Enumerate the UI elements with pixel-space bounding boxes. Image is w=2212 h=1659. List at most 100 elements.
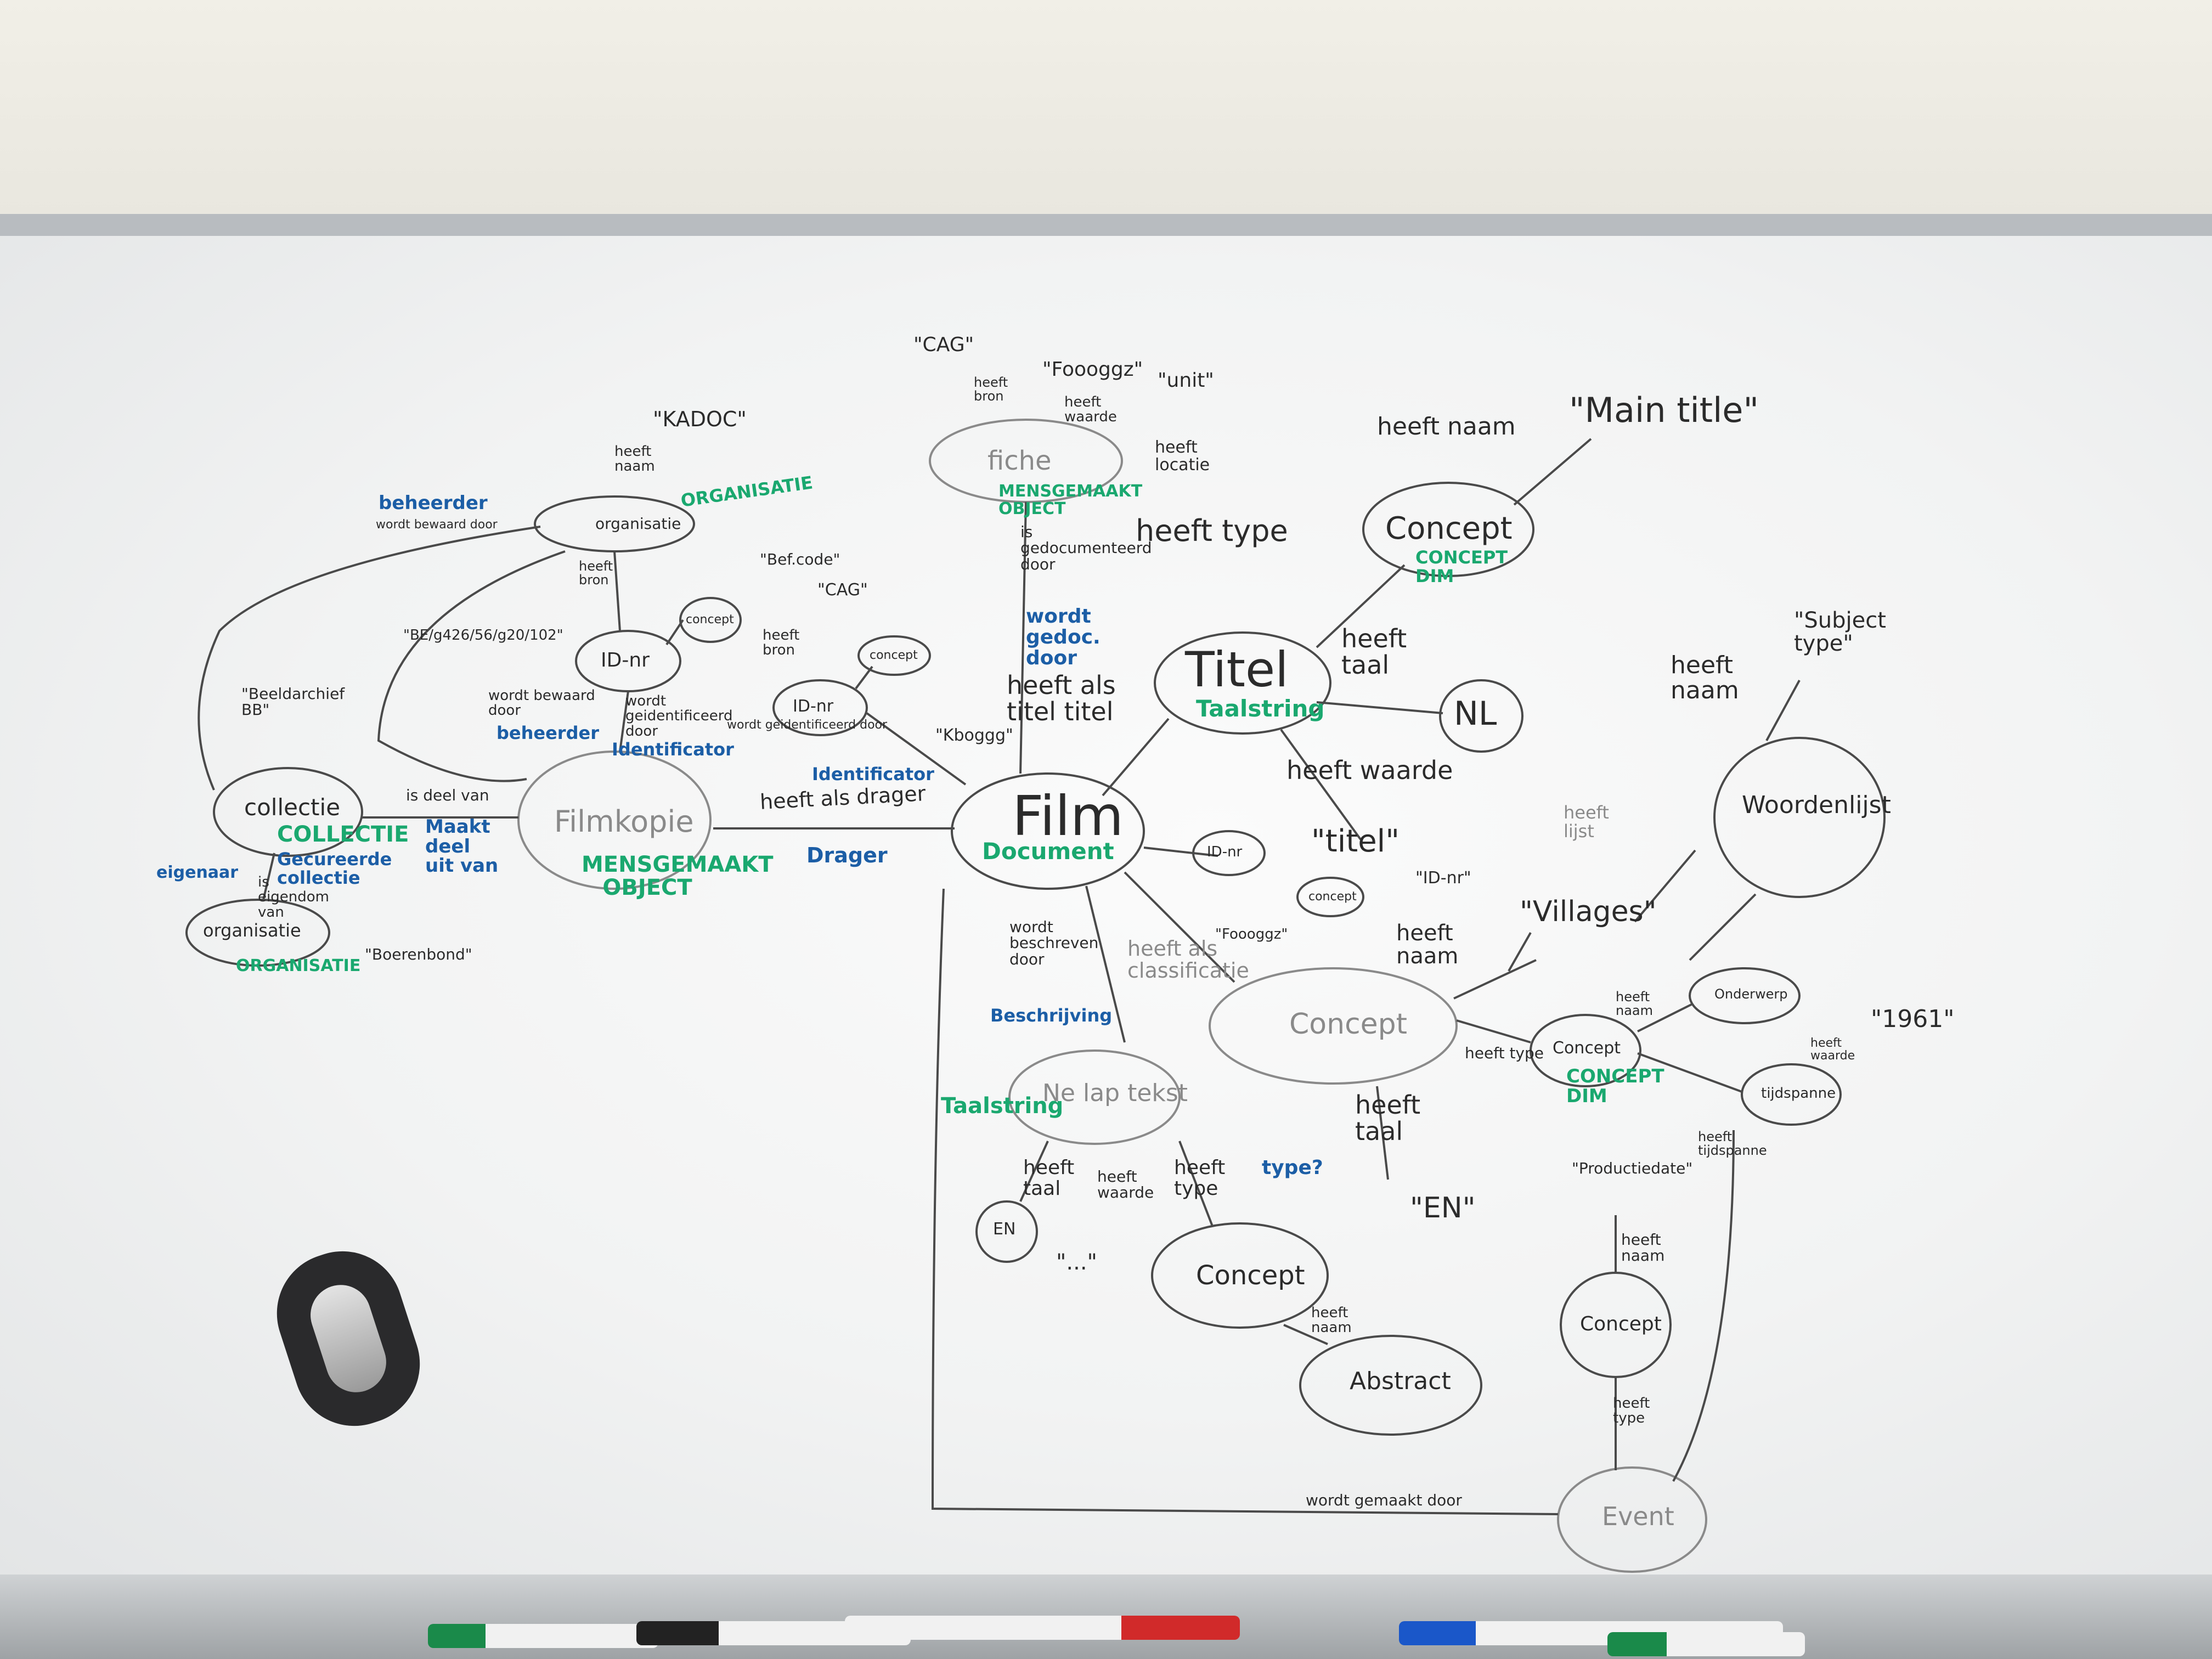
edge-heeft-naam-3: heeft naam	[1396, 921, 1459, 969]
edge-heeft-als-titel: heeft als titel titel	[1007, 670, 1116, 727]
node-concept-tiny-left	[679, 597, 742, 643]
edge-heeft-naam-2: heeft naam	[1671, 651, 1739, 705]
edge-heeft-naam-4: heeft naam	[1311, 1305, 1352, 1336]
concept-lower-label: Concept	[1196, 1260, 1305, 1291]
green-marker	[428, 1624, 658, 1648]
edge-is-gedocumenteerd-door: is gedocumenteerd door	[1020, 523, 1152, 573]
value-cag-mid: "CAG"	[817, 580, 868, 600]
edge-heeft-bron-2: heeft bron	[579, 558, 613, 588]
node-woordenlijst	[1713, 737, 1886, 898]
edge-eigenaar: eigenaar	[156, 863, 239, 882]
concept-main-label: Concept	[1385, 511, 1513, 546]
event-label: Event	[1602, 1502, 1674, 1531]
node-en-small	[975, 1200, 1038, 1263]
node-concept-lower	[1151, 1222, 1329, 1329]
nl-label: NL	[1454, 695, 1497, 733]
node-id-nr-mid	[772, 679, 868, 736]
edge-drager: Drager	[806, 843, 888, 867]
node-nl	[1439, 679, 1523, 753]
concept-small-label: Concept	[1553, 1039, 1621, 1058]
filmkopie-type-label: MENSGEMAAKT OBJECT	[582, 852, 774, 900]
node-tijdspanne	[1741, 1063, 1842, 1126]
node-event	[1557, 1466, 1707, 1573]
edge-identificator-left: Identificator	[612, 739, 734, 760]
onderwerp-label: Onderwerp	[1714, 986, 1788, 1002]
edge-wordt-geidentificeerd-door-2: wordt geidentificeerd door	[727, 718, 888, 732]
value-foooggz-small: "Foooggz"	[1215, 926, 1288, 943]
edge-wordt-gemaakt-door: wordt gemaakt door	[1306, 1491, 1462, 1509]
organisatie-bottom-label: organisatie	[203, 920, 301, 941]
node-filmkopie	[517, 751, 712, 890]
concept-mid-label: Concept	[1289, 1008, 1408, 1041]
edge-wordt-geidentificeerd-door: wordt geidentificeerd door	[625, 693, 733, 740]
node-concept-mid	[1209, 967, 1458, 1085]
value-year: "1961"	[1871, 1005, 1955, 1033]
fiche-type-label: MENSGEMAAKT OBJECT	[998, 482, 1143, 518]
concept-tiny-mid-label: concept	[870, 648, 918, 662]
id-nr-mid-label: ID-nr	[793, 697, 834, 716]
red-marker	[845, 1616, 1240, 1640]
organisatie-bottom-type-label: ORGANISATIE	[236, 956, 361, 975]
titel-type-label: Taalstring	[1196, 695, 1325, 722]
value-bref-code: "Bef.code"	[760, 550, 840, 568]
edge-beschrijving: Beschrijving	[990, 1005, 1113, 1026]
edge-heeft-taal-2: heeft taal	[1023, 1156, 1075, 1200]
value-titel: "titel"	[1311, 823, 1400, 859]
value-id-nr: "ID-nr"	[1415, 868, 1471, 888]
edge-heeft-waarde-2: heeft waarde	[1097, 1167, 1154, 1202]
edge-heeft-taal-1: heeft taal	[1341, 624, 1407, 680]
edge-heeft-waarde-3: heeft waarde	[1810, 1036, 1855, 1063]
green-marker-2	[1607, 1632, 1805, 1656]
abstract-label: Abstract	[1350, 1367, 1451, 1395]
concept-small-type-label: CONCEPT DIM	[1566, 1065, 1664, 1107]
edge-type-q: type?	[1262, 1156, 1323, 1179]
value-productiedate: "Productiedate"	[1572, 1159, 1693, 1177]
edge-identificator-mid: Identificator	[812, 764, 934, 785]
edge-wordt-bewaard-door-top: wordt bewaard door	[376, 518, 498, 532]
edge-heeft-naam-6: heeft naam	[1616, 989, 1654, 1019]
edge-heeft-type-3: heeft type	[1465, 1044, 1544, 1062]
node-ne-lap-tekst	[1008, 1049, 1181, 1145]
value-be-code: "BE/g426/56/g20/102"	[403, 627, 563, 644]
value-subject-type: "Subject type"	[1794, 608, 1886, 656]
edge-is-eigendom-van: is eigendom van	[258, 874, 329, 921]
node-concept-tiny-mid	[857, 635, 931, 676]
node-organisatie-bottom	[185, 899, 330, 967]
edge-heeft-tijdspanne: heeft tijdspanne	[1698, 1129, 1767, 1159]
node-concept-small	[1530, 1014, 1641, 1087]
concept-tiny-left-label: concept	[686, 613, 734, 627]
value-beeldarchief: "Beeldarchief BB"	[241, 685, 345, 719]
node-onderwerp	[1689, 967, 1801, 1024]
ne-lap-tekst-label: Ne lap tekst	[1042, 1079, 1188, 1107]
tijdspanne-label: tijdspanne	[1761, 1085, 1836, 1102]
node-abstract	[1299, 1335, 1482, 1436]
node-concept-tiny-right	[1296, 877, 1364, 917]
node-concept-main	[1362, 482, 1534, 577]
edge-wordt-beschreven-door: wordt beschreven door	[1009, 918, 1099, 968]
edge-heeft-waarde-4: heeft waarde	[1064, 394, 1117, 426]
collectie-label: collectie	[244, 794, 341, 821]
filmkopie-label: Filmkopie	[554, 804, 694, 839]
eraser-grip	[302, 1277, 394, 1401]
edge-maakt-deel-uit-van: Maakt deel uit van	[425, 816, 499, 877]
edge-heeft-bron-3: heeft bron	[763, 627, 800, 659]
ne-lap-tekst-type-label: Taalstring	[941, 1093, 1064, 1119]
edge-heeft-bron-1: heeft bron	[974, 375, 1008, 404]
concept-right-label: Concept	[1580, 1313, 1662, 1335]
edge-heeft-type-1: heeft type	[1136, 514, 1288, 548]
edge-heeft-waarde-1: heeft waarde	[1286, 755, 1453, 785]
id-nr-right-label: ID-nr	[1207, 844, 1243, 860]
edge-beheerder-mid: beheerder	[496, 723, 599, 743]
edge-heeft-naam-7: heeft naam	[614, 443, 655, 475]
wall	[0, 0, 2212, 241]
concept-main-type-label: CONCEPT DIM	[1415, 547, 1508, 586]
edge-gecureerde-collectie: Gecureerde collectie	[277, 849, 392, 888]
node-film	[951, 772, 1145, 890]
value-kbogg3: "Kboggg"	[935, 726, 1013, 745]
collectie-type-label: COLLECTIE	[277, 822, 409, 847]
film-type-label: Document	[982, 838, 1114, 865]
edge-is-deel-van: is deel van	[406, 786, 489, 804]
edge-heeft-lijst: heeft lijst	[1564, 802, 1609, 842]
